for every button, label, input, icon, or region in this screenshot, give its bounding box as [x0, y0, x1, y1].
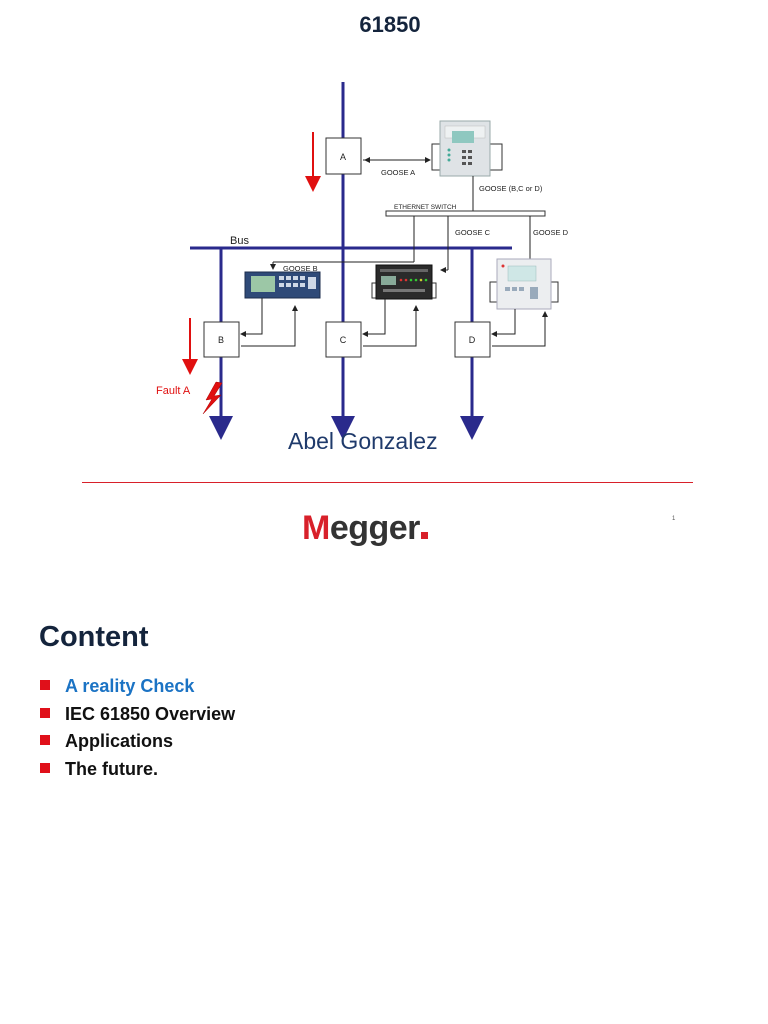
megger-logo: Megger	[302, 509, 428, 548]
lightning-bolt-icon	[202, 381, 223, 415]
goose-c-label: GOOSE C	[455, 228, 491, 237]
list-item: Applications	[40, 729, 235, 757]
breaker-b	[203, 321, 240, 358]
goose-d-label: GOOSE D	[533, 228, 569, 237]
breaker-d	[454, 321, 491, 358]
registered-mark-icon	[420, 532, 428, 539]
bullet-text: The future.	[65, 758, 158, 779]
list-item: The future.	[40, 757, 235, 785]
ied-network-diagram: A B C D GOOSE A GOOSE (B,C or D) ETHERNE…	[156, 82, 569, 440]
breaker-a	[325, 137, 362, 175]
relay-b-device	[244, 271, 321, 299]
slide-divider	[82, 482, 693, 483]
goose-b-label: GOOSE B	[283, 264, 318, 273]
logo-first-letter: M	[302, 509, 330, 547]
logo-rest: egger	[329, 509, 421, 547]
page-number: 1	[672, 516, 676, 522]
breaker-b-label: B	[218, 335, 224, 345]
bullet-text: A reality Check	[65, 676, 195, 696]
content-bullet-list: A reality Check IEC 61850 Overview Appli…	[40, 674, 235, 784]
bullet-square-icon	[40, 680, 50, 690]
goose-bcd-label: GOOSE (B,C or D)	[479, 184, 543, 193]
bullet-square-icon	[40, 762, 50, 773]
breaker-c	[325, 321, 362, 358]
content-heading: Content	[39, 621, 149, 653]
ethernet-switch	[385, 210, 546, 217]
bullet-text: IEC 61850 Overview	[65, 703, 236, 724]
goose-a-label: GOOSE A	[381, 168, 415, 177]
bus-label: Bus	[230, 235, 249, 247]
bullet-square-icon	[40, 735, 50, 745]
breaker-d-label: D	[469, 335, 476, 345]
fault-label: Fault A	[156, 385, 191, 397]
bullet-square-icon	[40, 707, 50, 718]
bullet-text: Applications	[65, 731, 174, 751]
list-item: A reality Check	[40, 674, 235, 702]
relay-c-device	[371, 264, 437, 300]
relay-d-device	[489, 258, 559, 310]
breaker-a-label: A	[340, 152, 346, 162]
slide-title: 61850	[359, 12, 421, 37]
author-name: Abel Gonzalez	[288, 428, 438, 454]
breaker-c-label: C	[340, 335, 347, 345]
switch-label: ETHERNET SWITCH	[394, 204, 457, 211]
relay-a-device	[431, 120, 503, 177]
list-item: IEC 61850 Overview	[40, 702, 235, 730]
